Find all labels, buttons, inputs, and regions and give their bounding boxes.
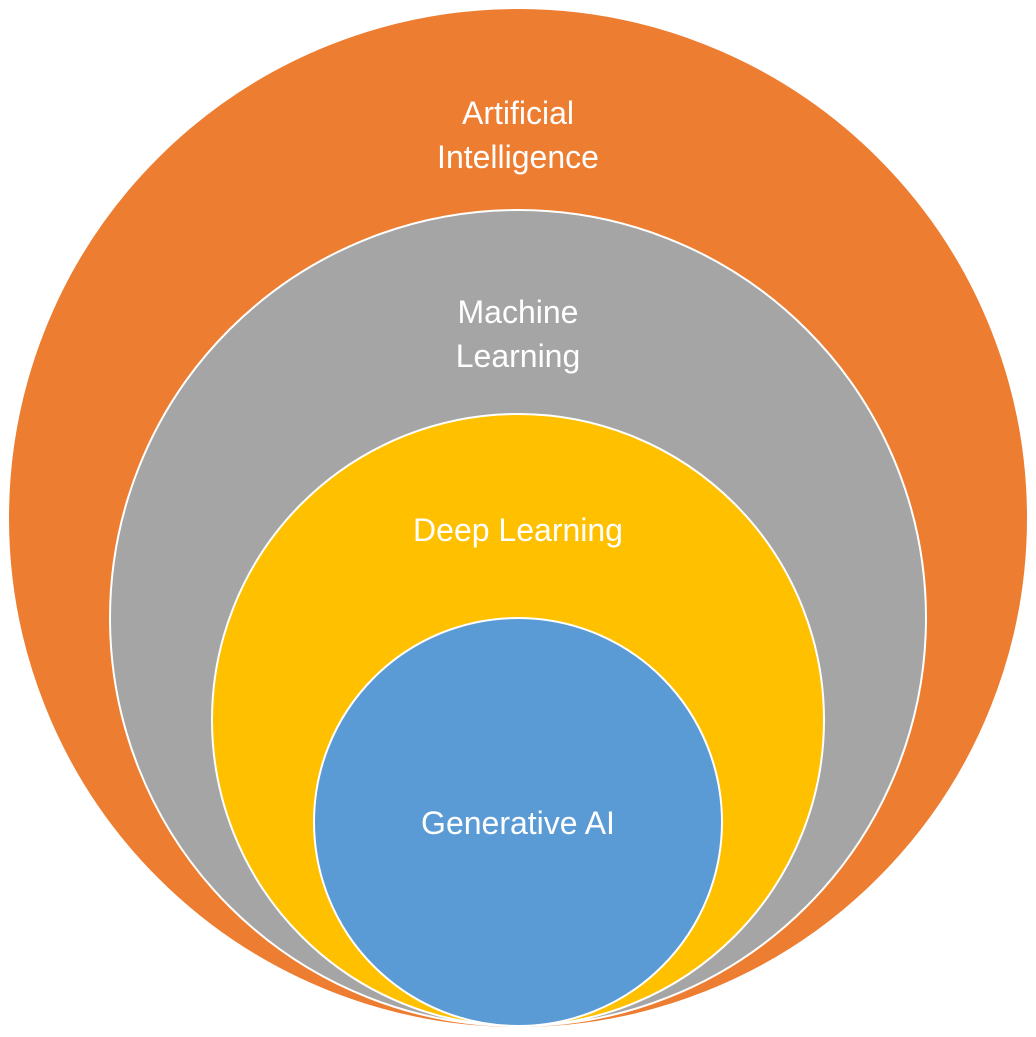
- label-machine-learning-line-1: Machine: [458, 294, 579, 330]
- label-machine-learning-line-2: Learning: [456, 338, 581, 374]
- label-generative-ai: Generative AI: [421, 805, 615, 841]
- circle-generative-ai: [313, 617, 723, 1027]
- label-artificial-intelligence-line-2: Intelligence: [437, 139, 599, 175]
- layer-generative-ai: Generative AI: [313, 617, 723, 1027]
- label-deep-learning: Deep Learning: [413, 512, 623, 548]
- label-artificial-intelligence-line-1: Artificial: [462, 95, 574, 131]
